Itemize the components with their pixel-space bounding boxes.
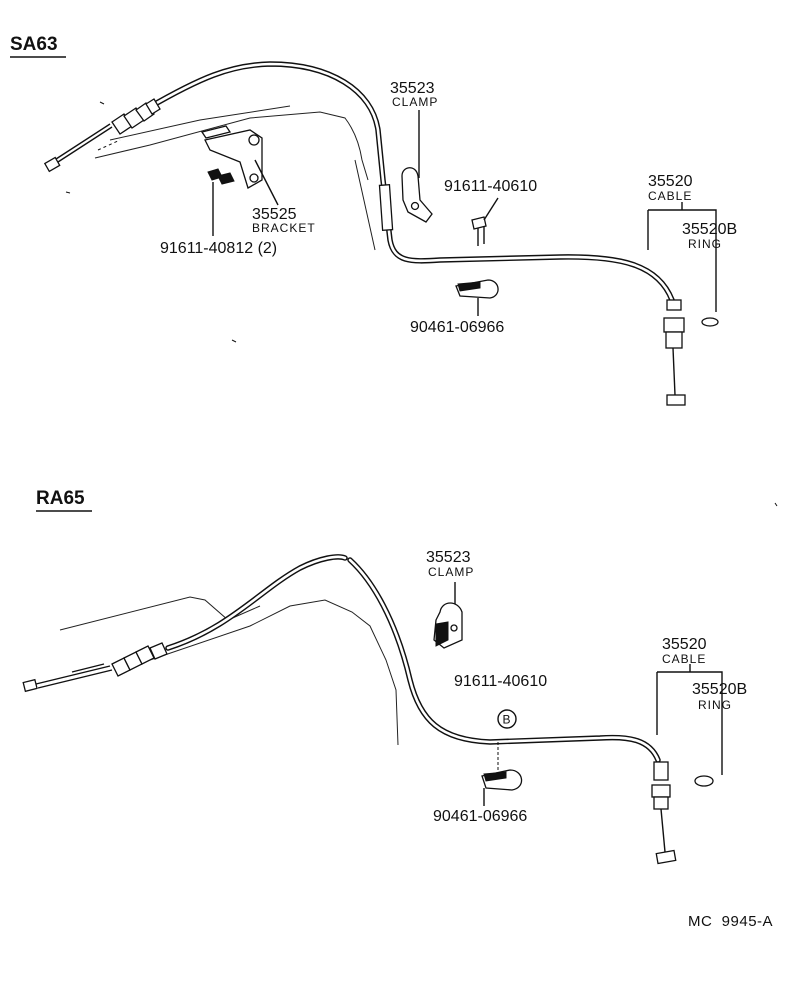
clamp-part-number: 35523 (426, 549, 471, 566)
ring-part-number: 35520B (692, 681, 747, 698)
clip-part-number: 90461-06966 (433, 808, 527, 825)
ring-35520b (694, 775, 714, 787)
clip-90461-06966 (455, 279, 499, 316)
section-title: SA63 (10, 34, 58, 55)
bracket-part-name: BRACKET (252, 221, 316, 235)
ring-part-name: RING (698, 698, 732, 712)
parking-brake-cable (22, 554, 677, 865)
cable-part-name: CABLE (662, 652, 706, 666)
bracket-35525 (200, 125, 263, 189)
vehicle-body-outline (65, 101, 376, 343)
clip-90461-06966 (481, 742, 523, 806)
bolt-part-number: 91611-40610 (454, 673, 547, 690)
bolt-marker-letter: B (502, 713, 511, 727)
leader-lines (254, 159, 717, 312)
ring-part-number: 35520B (682, 221, 737, 238)
cable-part-number: 35520 (648, 173, 693, 190)
bolt-91611-40610 (471, 197, 499, 246)
cable-part-number: 35520 (662, 636, 707, 653)
clamp-35523 (401, 110, 433, 223)
bracket-bolt-part-number: 91611-40812 (2) (160, 240, 277, 257)
bolt-part-number: 91611-40610 (444, 178, 537, 195)
section-ra65: RA65 (22, 488, 778, 865)
section-sa63: SA63 (10, 34, 737, 406)
parking-brake-cable (43, 61, 686, 406)
clamp-part-name: CLAMP (428, 565, 474, 579)
bolt-marker-b: B (497, 709, 517, 729)
clamp-35523 (433, 582, 463, 649)
bracket-part-number: 35525 (252, 206, 297, 223)
vehicle-body-outline (59, 502, 778, 746)
leader-lines (656, 664, 723, 775)
clamp-part-number: 35523 (390, 80, 435, 97)
clamp-part-name: CLAMP (392, 95, 438, 109)
ring-35520b (701, 317, 719, 327)
cable-part-name: CABLE (648, 189, 692, 203)
ring-part-name: RING (688, 237, 722, 251)
clip-part-number: 90461-06966 (410, 319, 504, 336)
diagram-code: MC 9945-A (688, 913, 773, 930)
bolt-91611-40812 (207, 168, 235, 236)
section-title: RA65 (36, 488, 85, 509)
